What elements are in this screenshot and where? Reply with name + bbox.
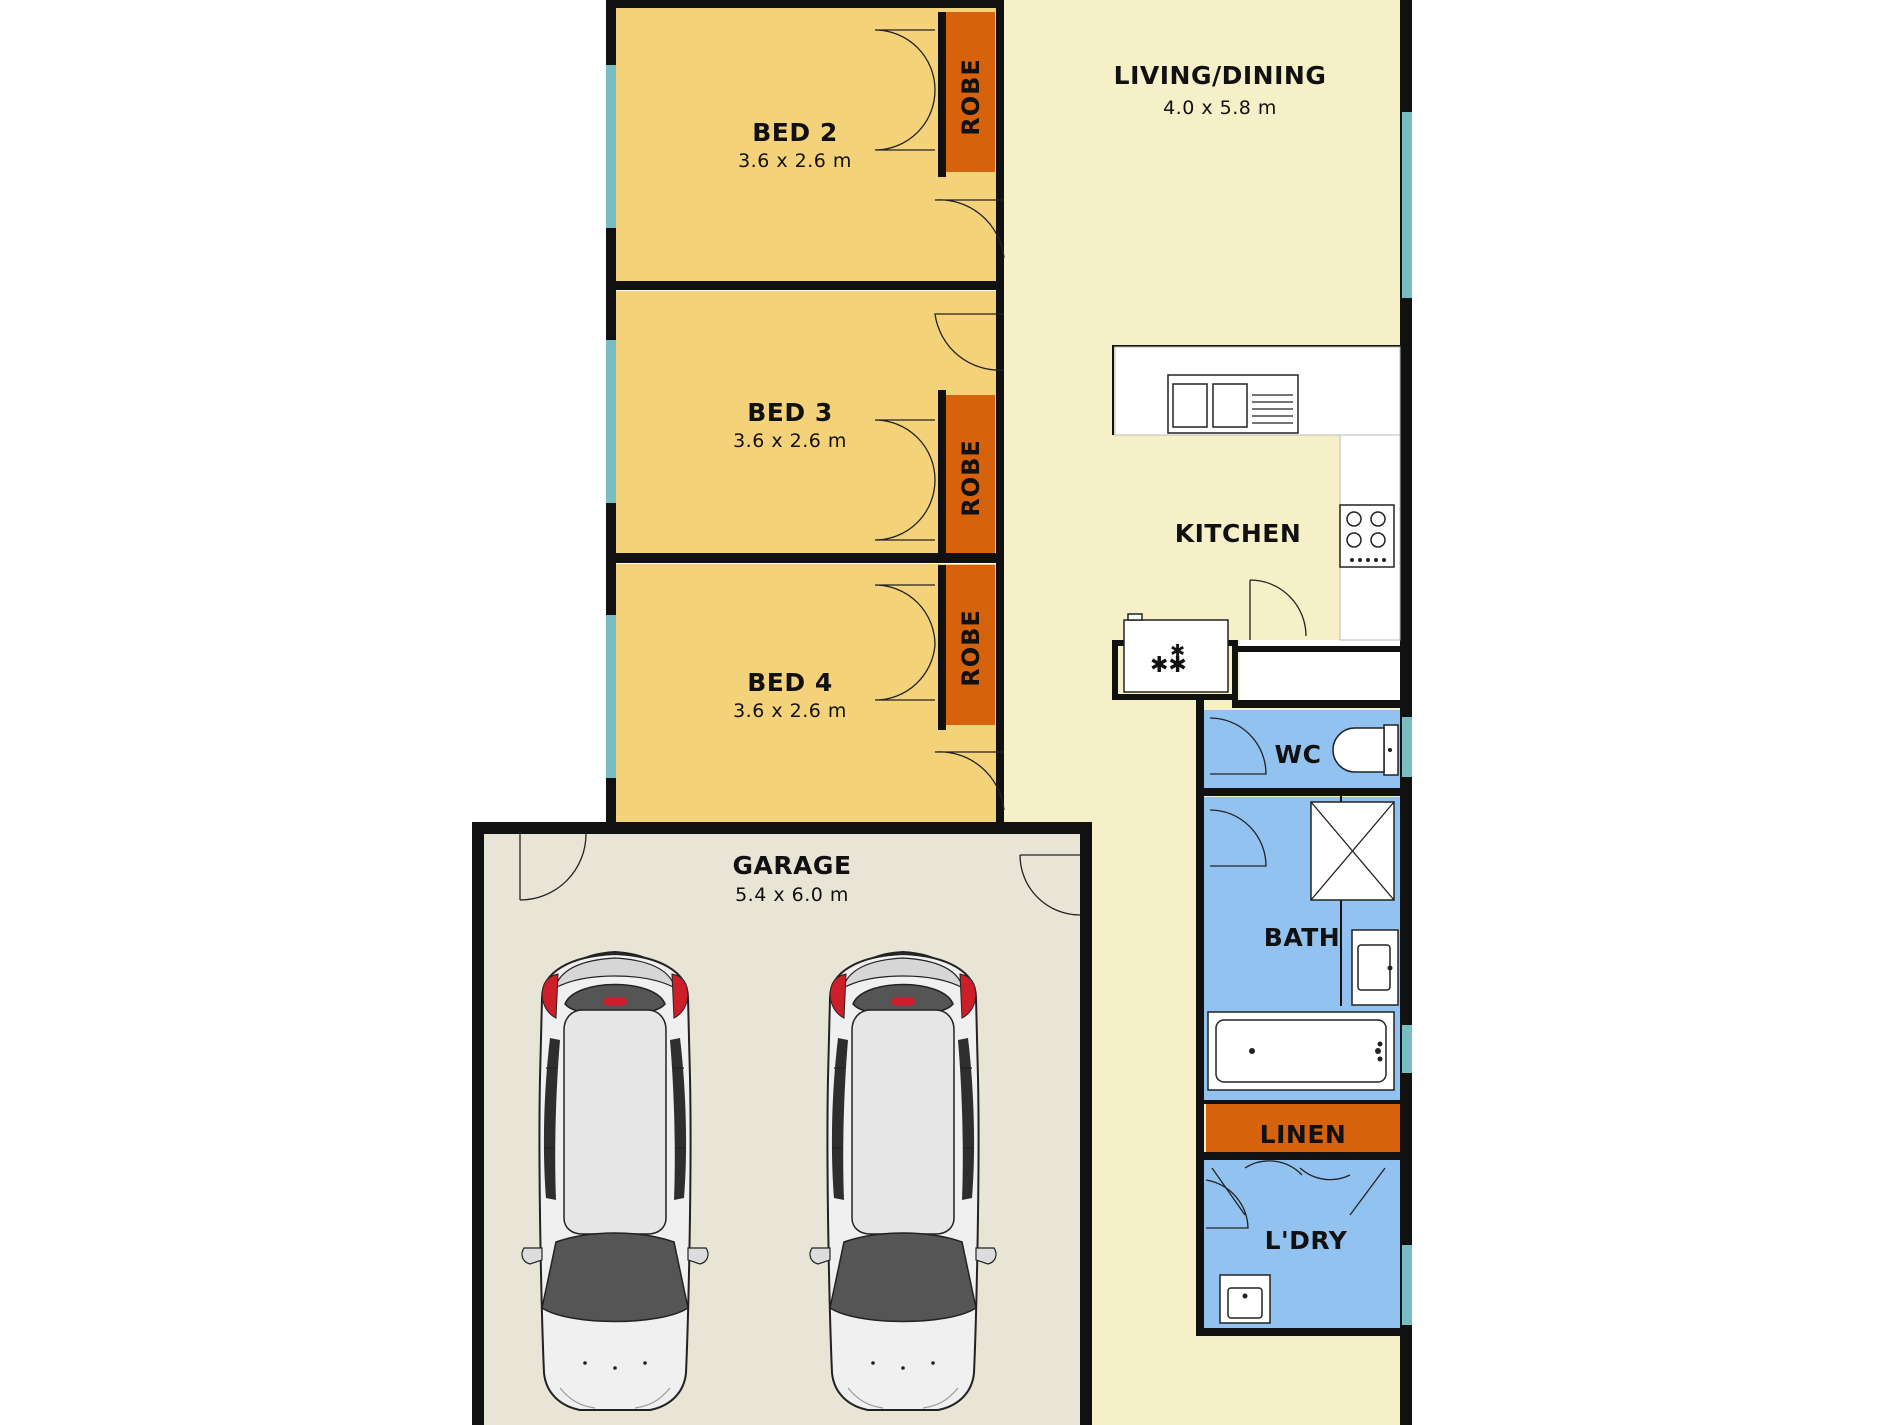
garage-label: GARAGE bbox=[732, 851, 851, 880]
robe-bed4-label: ROBE bbox=[957, 609, 985, 687]
kitchen-label: KITCHEN bbox=[1175, 519, 1302, 548]
bed3-label: BED 3 bbox=[747, 398, 832, 427]
bed2-label: BED 2 bbox=[752, 118, 837, 147]
bed4-label: BED 4 bbox=[747, 668, 832, 697]
robe-bed3-label: ROBE bbox=[957, 439, 985, 517]
linen-label: LINEN bbox=[1260, 1120, 1347, 1149]
car-icon bbox=[521, 951, 709, 1411]
svg-text:✱: ✱ bbox=[1170, 641, 1185, 662]
car-icon bbox=[809, 951, 997, 1411]
bed4-dims: 3.6 x 2.6 m bbox=[733, 700, 847, 722]
shower-icon bbox=[1310, 801, 1395, 901]
robe-bed4 bbox=[945, 565, 995, 725]
bed3-floor bbox=[615, 291, 1001, 553]
toilet-icon bbox=[1332, 724, 1399, 776]
laundry-tub-icon bbox=[1219, 1274, 1271, 1324]
wc-label: WC bbox=[1275, 740, 1322, 769]
robe-bed2-label: ROBE bbox=[957, 58, 985, 136]
bath-label: BATH bbox=[1264, 923, 1340, 952]
cooktop-icon bbox=[1339, 504, 1395, 568]
bed2-floor bbox=[615, 8, 1001, 281]
robe-bed2 bbox=[945, 12, 995, 172]
robe-bed3 bbox=[945, 395, 995, 555]
garage-dims: 5.4 x 6.0 m bbox=[735, 884, 849, 906]
fridge-icon: ✱✱ ✱ bbox=[1123, 613, 1229, 693]
sink-icon bbox=[1167, 374, 1299, 434]
bed3-dims: 3.6 x 2.6 m bbox=[733, 430, 847, 452]
linen-cupboard bbox=[1206, 1102, 1400, 1152]
living-dims: 4.0 x 5.8 m bbox=[1163, 97, 1277, 119]
bed4-floor bbox=[615, 564, 1001, 829]
basin-icon bbox=[1351, 929, 1399, 1006]
windows bbox=[606, 65, 1412, 1325]
laundry-label: L'DRY bbox=[1265, 1226, 1348, 1255]
svg-text:✱✱: ✱✱ bbox=[1150, 653, 1187, 678]
doors bbox=[519, 29, 1386, 1229]
living-label: LIVING/DINING bbox=[1114, 61, 1327, 90]
bed2-dims: 3.6 x 2.6 m bbox=[738, 150, 852, 172]
bathtub-icon bbox=[1207, 1011, 1395, 1091]
